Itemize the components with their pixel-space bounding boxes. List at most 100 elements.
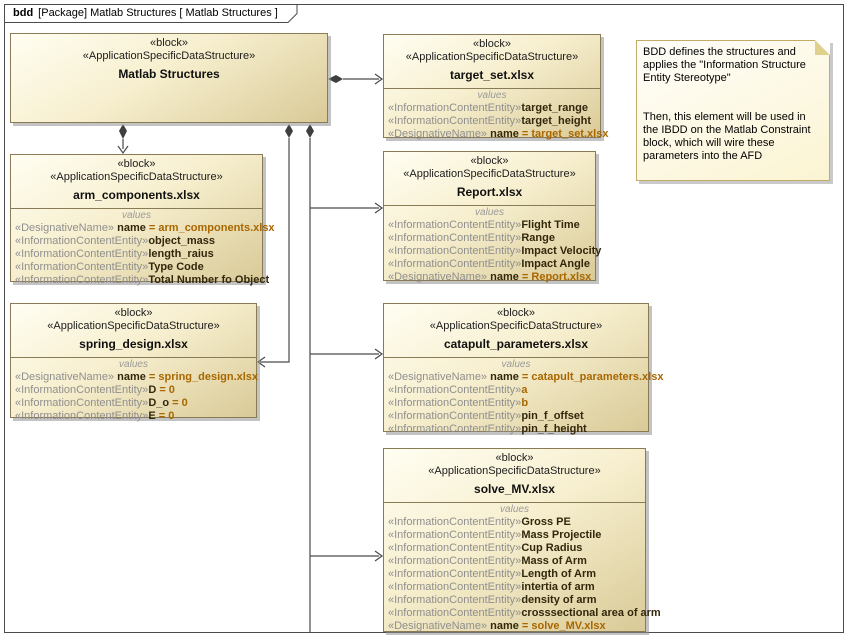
property-name: pin_f_height — [521, 423, 587, 435]
block-name: Report.xlsx — [456, 185, 523, 199]
property-stereotype: «InformationContentEntity» — [388, 410, 522, 422]
property-stereotype: «InformationContentEntity» — [388, 529, 522, 541]
property-name: Cup Radius — [521, 542, 583, 554]
block-header: «block» «ApplicationSpecificDataStructur… — [384, 152, 595, 205]
property-row: «InformationContentEntity»Gross PE — [386, 516, 643, 529]
property-value: b — [521, 397, 529, 409]
composition-target-set[interactable] — [328, 73, 384, 85]
property-row: «InformationContentEntity»intertia of ar… — [386, 581, 643, 594]
values-compartment: values «InformationContentEntity»Flight … — [384, 205, 601, 286]
property-row: «InformationContentEntity»pin_f_height — [386, 423, 646, 436]
block-header: «block» «ApplicationSpecificDataStructur… — [384, 449, 645, 502]
open-arrowhead-icon — [374, 202, 384, 214]
property-stereotype: «InformationContentEntity» — [388, 245, 522, 257]
composition-diamond-icon — [119, 124, 127, 139]
property-row: «InformationContentEntity»b — [386, 397, 646, 410]
property-list: «DesignativeName» name = arm_components.… — [13, 222, 275, 287]
property-name: E — [148, 410, 156, 422]
property-name: D — [148, 384, 157, 396]
property-stereotype: «InformationContentEntity» — [388, 102, 522, 114]
property-row: «InformationContentEntity»Range — [386, 232, 593, 245]
composition-arm-components[interactable] — [117, 124, 129, 155]
block-target-set[interactable]: «block» «ApplicationSpecificDataStructur… — [383, 34, 608, 140]
composition-catapult-parameters[interactable] — [310, 348, 384, 360]
composition-diamond-icon — [306, 124, 314, 138]
block-name: target_set.xlsx — [449, 68, 535, 82]
block-matlab-structures[interactable]: «block» «ApplicationSpecificDataStructur… — [10, 33, 328, 123]
values-label: values — [500, 504, 529, 515]
property-row: «InformationContentEntity»D_o = 0 — [13, 397, 254, 410]
open-arrowhead-icon — [117, 145, 129, 155]
property-stereotype: «InformationContentEntity» — [15, 261, 149, 273]
property-row: «InformationContentEntity»Flight Time — [386, 219, 593, 232]
property-row: «InformationContentEntity»E = 0 — [13, 410, 254, 423]
diagram-tab — [4, 4, 298, 23]
property-stereotype: «InformationContentEntity» — [388, 607, 522, 619]
property-name: pin_f_offset — [521, 410, 584, 422]
property-value: = Report.xlsx — [518, 271, 592, 283]
property-stereotype: «DesignativeName» — [15, 222, 115, 234]
stereotype-applied: «ApplicationSpecificDataStructure» — [403, 168, 576, 180]
block-solve-mv[interactable]: «block» «ApplicationSpecificDataStructur… — [383, 448, 661, 633]
composition-spring-design[interactable] — [256, 124, 293, 368]
property-stereotype: «DesignativeName» — [388, 620, 488, 632]
values-label: values — [475, 207, 504, 218]
property-name: name — [487, 271, 519, 283]
property-stereotype: «DesignativeName» — [15, 371, 115, 383]
values-compartment: values «DesignativeName» name = catapult… — [384, 357, 663, 438]
property-row: «InformationContentEntity»Cup Radius — [386, 542, 643, 555]
property-row: «InformationContentEntity»Mass of Arm — [386, 555, 643, 568]
block-arm-components[interactable]: «block» «ApplicationSpecificDataStructur… — [10, 154, 275, 286]
property-name: Type Code — [148, 261, 204, 273]
property-name: name — [114, 371, 146, 383]
block-name: spring_design.xlsx — [79, 337, 188, 351]
property-stereotype: «DesignativeName» — [388, 271, 488, 283]
block-header: «block» «ApplicationSpecificDataStructur… — [384, 304, 648, 357]
property-name: name — [487, 128, 519, 140]
open-arrowhead-icon — [374, 73, 384, 85]
property-row: «InformationContentEntity»Type Code — [13, 261, 260, 274]
values-label: values — [119, 359, 148, 370]
stereotype-block: «block» — [150, 37, 188, 49]
composition-solve-mv[interactable] — [310, 550, 384, 562]
stereotype-block: «block» — [470, 155, 509, 167]
block-name: solve_MV.xlsx — [474, 482, 555, 496]
property-row: «InformationContentEntity»density of arm — [386, 594, 643, 607]
block-catapult-parameters[interactable]: «block» «ApplicationSpecificDataStructur… — [383, 303, 663, 435]
property-row: «InformationContentEntity»Length of Arm — [386, 568, 643, 581]
property-row: «InformationContentEntity»object_mass — [13, 235, 260, 248]
property-row: «InformationContentEntity»pin_f_offset — [386, 410, 646, 423]
stereotype-block: «block» — [114, 307, 153, 319]
property-row: «InformationContentEntity»crosssectional… — [386, 607, 661, 620]
property-stereotype: «DesignativeName» — [388, 371, 488, 383]
stereotype-block: «block» — [117, 158, 156, 170]
comment-note[interactable]: BDD defines the structures and applies t… — [636, 40, 830, 181]
property-stereotype: «InformationContentEntity» — [388, 384, 522, 396]
property-row: «InformationContentEntity»a — [386, 384, 646, 397]
property-row: «InformationContentEntity»D = 0 — [13, 384, 254, 397]
stereotype-block: «block» — [495, 452, 534, 464]
property-value: = target_set.xlsx — [518, 128, 609, 140]
values-compartment: values «InformationContentEntity»target_… — [384, 88, 608, 143]
property-stereotype: «InformationContentEntity» — [15, 384, 149, 396]
property-stereotype: «InformationContentEntity» — [388, 555, 522, 567]
property-stereotype: «InformationContentEntity» — [388, 397, 522, 409]
diagram-kind-keyword: bdd — [13, 7, 34, 19]
property-stereotype: «InformationContentEntity» — [388, 115, 522, 127]
block-header: «block» «ApplicationSpecificDataStructur… — [11, 34, 327, 87]
property-name: Flight Time — [521, 219, 580, 231]
property-stereotype: «InformationContentEntity» — [388, 581, 522, 593]
composition-trunk[interactable] — [306, 124, 314, 633]
property-list: «DesignativeName» name = spring_design.x… — [13, 371, 258, 423]
property-name: name — [487, 620, 519, 632]
values-label: values — [477, 90, 507, 101]
property-row: «DesignativeName» name = solve_MV.xlsx — [386, 620, 643, 633]
block-report[interactable]: «block» «ApplicationSpecificDataStructur… — [383, 151, 601, 283]
block-spring-design[interactable]: «block» «ApplicationSpecificDataStructur… — [10, 303, 258, 422]
property-row: «InformationContentEntity»Total Number f… — [13, 274, 269, 287]
property-name: object_mass — [148, 235, 215, 247]
values-compartment: values «DesignativeName» name = arm_comp… — [11, 208, 275, 289]
property-stereotype: «InformationContentEntity» — [388, 568, 522, 580]
composition-report[interactable] — [310, 202, 384, 214]
